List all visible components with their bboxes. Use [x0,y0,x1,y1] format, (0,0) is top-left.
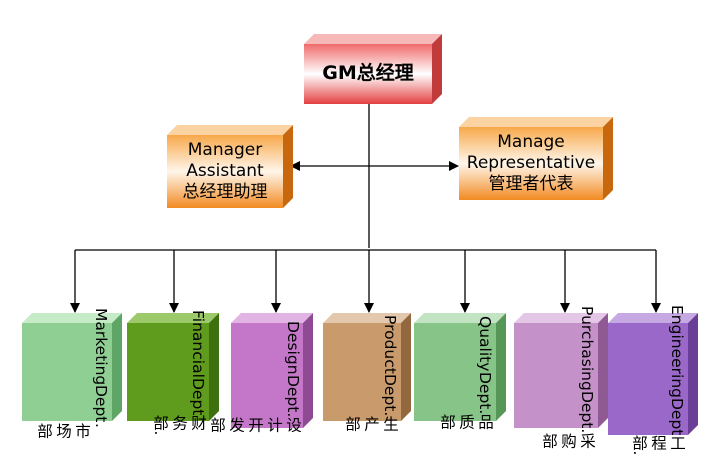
dept-label-product-dept: Dept. [381,373,399,416]
dept-label-purchasing-en: Purchasing [578,305,596,391]
assistant-line1: Manager [187,139,263,160]
dept-label-quality-en: Quality [476,316,494,372]
dept-label-engineering-dept: Dept [668,397,686,435]
dept-box-design [231,313,313,428]
assistant-line3: 总经理助理 [182,182,268,203]
dept-label-financial: Financial Dept 财务部. [131,310,207,436]
dept-label-quality: Quality Dept. 品质部 [418,316,494,429]
dept-label-purchasing: Purchasing Dept. 采购部 [518,306,596,449]
dept-label-financial-dept: Dept [189,378,207,416]
dept-label-design-en: Design [284,321,302,375]
gm-title: GM总经理 [322,62,414,85]
dept-label-financial-cn: 财务部. [151,415,207,436]
dept-label-design: Design Dept. 设计开发部 [208,321,302,432]
gm-box [304,34,442,104]
dept-box-purchasing [514,313,608,428]
representative-line2: Representative [466,152,596,173]
representative-label: Manage Representative 管理者代表 [459,127,603,200]
assistant-line2: Assistant [186,160,264,181]
dept-label-marketing-cn: .市场部 [35,422,110,439]
assistant-label: Manager Assistant 总经理助理 [167,135,283,208]
connectors [70,104,661,313]
dept-label-design-cn: 设计开发部 [208,417,302,433]
representative-line1: Manage [497,131,565,152]
dept-box-marketing [22,313,122,421]
dept-label-product-cn: 生产部 [343,415,399,432]
dept-box-product [323,313,411,421]
dept-label-purchasing-dept: Dept. [578,390,596,433]
dept-label-purchasing-cn: 采购部 [540,432,596,449]
gm-label: GM总经理 [304,44,432,104]
dept-label-design-dept: Dept. [284,374,302,418]
dept-box-engineering [608,313,698,435]
dept-label-financial-en: Financial [189,310,207,379]
assistant-box [167,125,293,208]
dept-label-marketing-en: Marketing [92,307,110,386]
dept-label-marketing: Marketing Dept .市场部 [26,308,110,438]
representative-line3: 管理者代表 [488,174,574,195]
dept-label-quality-cn: 品质部 [438,414,494,430]
dept-label-marketing-dept: Dept [92,385,110,423]
dept-label-engineering-cn: 工程部. [630,434,686,456]
dept-label-engineering-en: Engineering [668,304,686,398]
dept-box-financial [127,313,219,421]
dept-label-engineering: Engineering Dept 工程部. [612,305,686,456]
dept-label-product-en: Product [381,314,399,374]
dept-label-product: Product Dept. 生产部 [327,315,399,432]
dept-box-quality [414,313,506,421]
dept-label-quality-dept: Dept. [476,371,494,415]
representative-box [459,117,613,200]
